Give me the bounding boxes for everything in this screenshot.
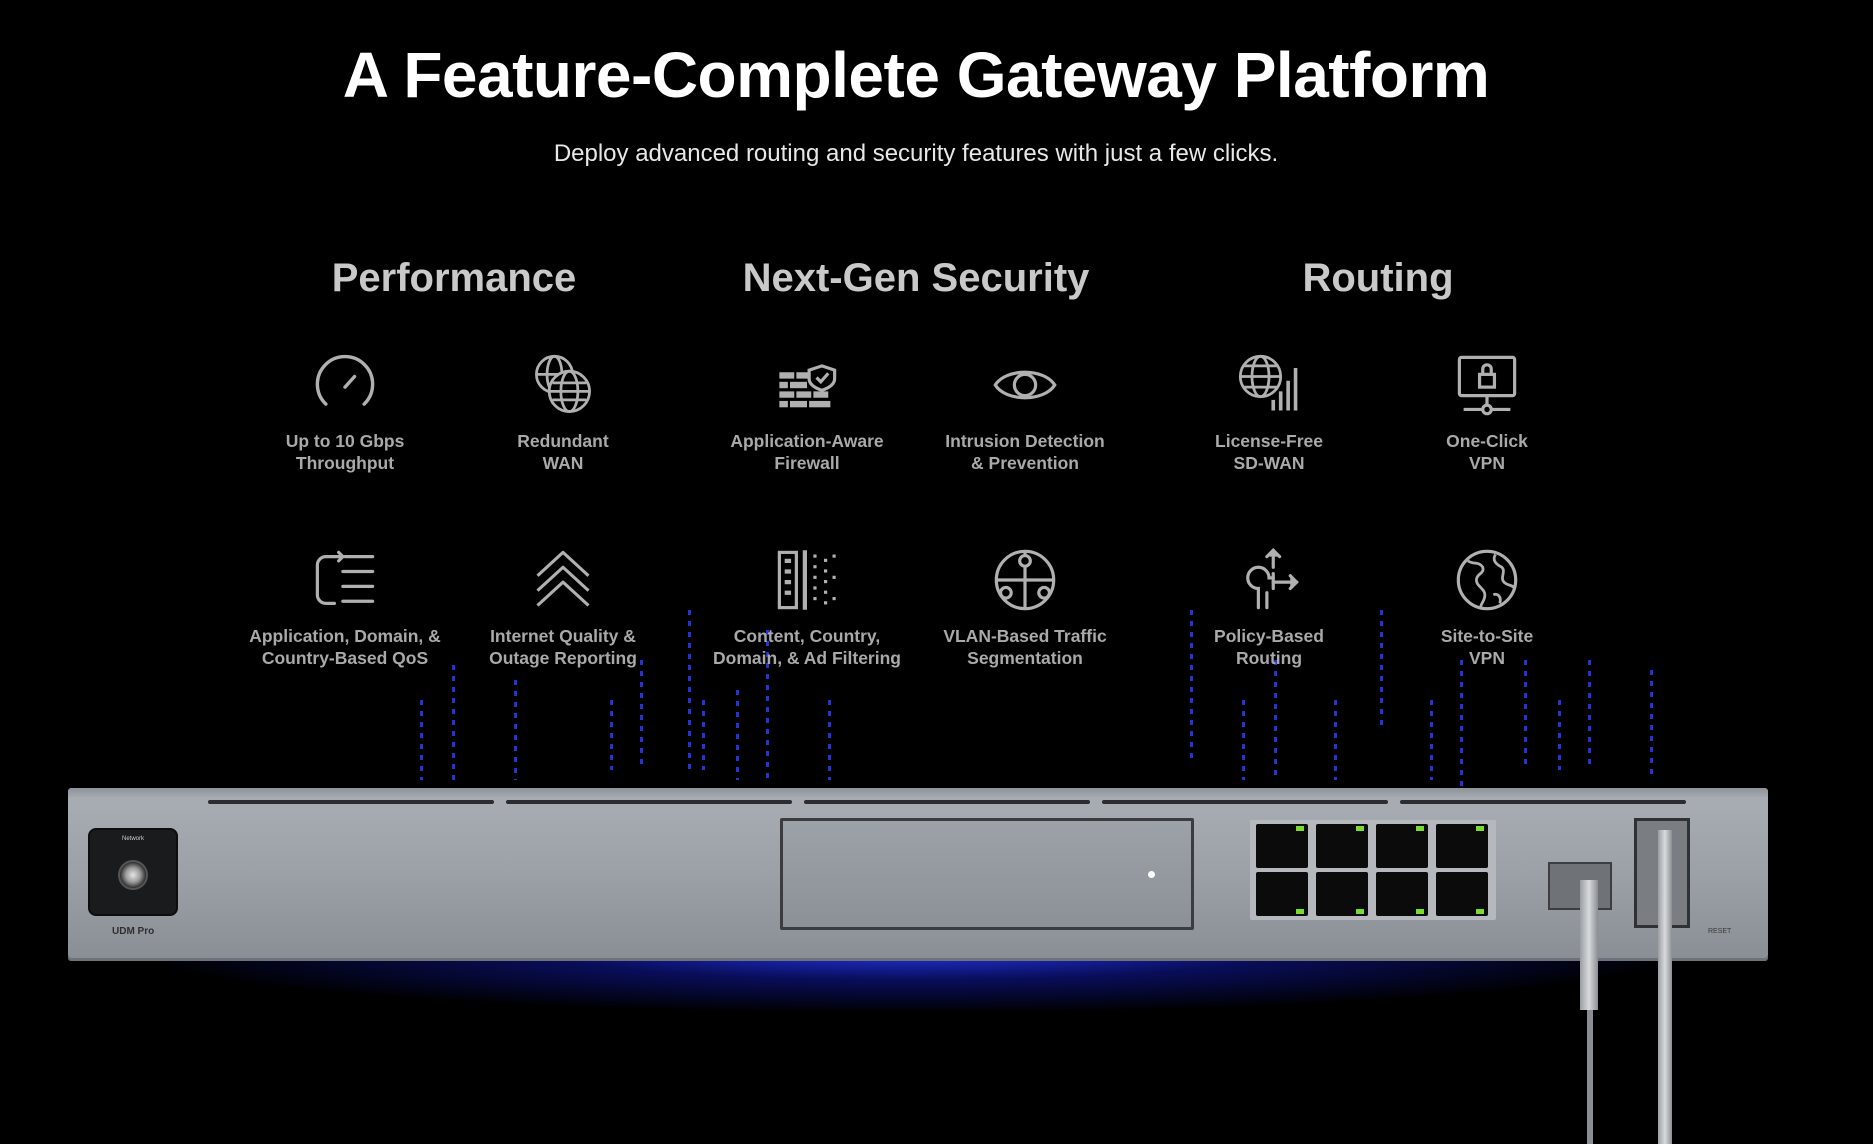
drive-bay[interactable] [780, 818, 1194, 930]
brand-label: UDM Pro [112, 926, 155, 937]
globe-signal-icon [1234, 350, 1304, 420]
data-rain-column [1524, 660, 1527, 770]
page-subtitle: Deploy advanced routing and security fea… [553, 140, 1279, 167]
status-led [1148, 871, 1155, 878]
data-rain-column [1242, 700, 1245, 780]
data-rain-column [1334, 700, 1337, 780]
earth-icon [1452, 545, 1522, 615]
feature-qos: Application, Domain, & Country-Based QoS [235, 545, 455, 669]
feature-label: Intrusion Detection & Prevention [945, 431, 1105, 473]
feature-label: Internet Quality & Outage Reporting [489, 626, 637, 668]
ethernet-port[interactable] [1316, 872, 1368, 916]
feature-vpn: One-Click VPN [1377, 350, 1597, 474]
ethernet-port[interactable] [1256, 872, 1308, 916]
touch-display[interactable]: Network [88, 828, 178, 916]
feature-label: One-Click VPN [1446, 431, 1528, 473]
feature-sd-wan: License-Free SD-WAN [1159, 350, 1379, 474]
feature-firewall: Application-Aware Firewall [697, 350, 917, 474]
feature-label: Application-Aware Firewall [730, 431, 884, 473]
data-rain-column [1380, 610, 1383, 730]
vent [208, 800, 494, 804]
data-rain-column [1190, 610, 1193, 760]
data-rain-column [1460, 660, 1463, 790]
page-title: A Feature-Complete Gateway Platform [342, 39, 1490, 111]
feature-redundant-wan: Redundant WAN [453, 350, 673, 474]
data-rain-column [452, 665, 455, 785]
feature-label: Content, Country, Domain, & Ad Filtering [713, 626, 901, 668]
ethernet-port[interactable] [1436, 872, 1488, 916]
reset-label: RESET [1708, 928, 1732, 935]
feature-intrusion: Intrusion Detection & Prevention [915, 350, 1135, 474]
data-rain-column [702, 700, 705, 770]
feature-content-filtering: Content, Country, Domain, & Ad Filtering [697, 545, 917, 669]
ethernet-port[interactable] [1376, 872, 1428, 916]
data-rain-column [640, 660, 643, 770]
feature-site-to-site-vpn: Site-to-Site VPN [1377, 545, 1597, 669]
speedometer-icon [310, 350, 380, 420]
display-label: Network [121, 836, 144, 842]
data-rain-column [610, 700, 613, 770]
vent [1400, 800, 1686, 804]
feature-label: Redundant WAN [517, 431, 609, 473]
eye-icon [990, 350, 1060, 420]
ethernet-cable [1587, 1010, 1593, 1144]
feature-policy-routing: Policy-Based Routing [1159, 545, 1379, 669]
category-performance: Performance [331, 256, 577, 300]
ethernet-port[interactable] [1256, 824, 1308, 868]
policy-route-icon [1234, 545, 1304, 615]
firewall-shield-icon [772, 350, 842, 420]
feature-label: Policy-Based Routing [1214, 626, 1324, 668]
feature-internet-quality: Internet Quality & Outage Reporting [453, 545, 673, 669]
feature-label: License-Free SD-WAN [1215, 431, 1323, 473]
ethernet-port-block [1250, 820, 1496, 920]
network-app-icon [118, 860, 148, 890]
data-rain-column [1650, 670, 1653, 780]
lock-monitor-icon [1452, 350, 1522, 420]
data-rain-column [514, 680, 517, 780]
data-rain-column [736, 690, 739, 780]
data-rain-column [688, 610, 691, 770]
feature-label: VLAN-Based Traffic Segmentation [943, 626, 1107, 668]
power-cable [1658, 830, 1672, 1144]
device-glow [170, 950, 1650, 1010]
data-rain-column [1588, 660, 1591, 770]
feature-label: Up to 10 Gbps Throughput [285, 431, 405, 473]
gateway-device: Network UDM Pro RESET [68, 788, 1768, 958]
data-rain-column [1430, 700, 1433, 780]
data-rain-column [1558, 700, 1561, 770]
ethernet-port[interactable] [1436, 824, 1488, 868]
vent [1102, 800, 1388, 804]
data-rain-column [420, 700, 423, 780]
ethernet-port[interactable] [1376, 824, 1428, 868]
feature-label: Site-to-Site VPN [1440, 626, 1534, 668]
ethernet-cable [1580, 880, 1598, 1010]
dual-globe-icon [528, 350, 598, 420]
vent [804, 800, 1090, 804]
feature-vlan: VLAN-Based Traffic Segmentation [915, 545, 1135, 669]
data-rain-column [766, 630, 769, 780]
chevrons-up-icon [528, 545, 598, 615]
vent [506, 800, 792, 804]
category-security: Next-Gen Security [742, 256, 1090, 300]
data-rain-column [828, 700, 831, 780]
filter-bars-icon [772, 545, 842, 615]
category-routing: Routing [1302, 256, 1454, 300]
ethernet-port[interactable] [1316, 824, 1368, 868]
priority-list-icon [310, 545, 380, 615]
feature-label: Application, Domain, & Country-Based QoS [249, 626, 441, 668]
data-rain-column [1274, 660, 1277, 780]
feature-throughput: Up to 10 Gbps Throughput [235, 350, 455, 474]
segmented-globe-icon [990, 545, 1060, 615]
